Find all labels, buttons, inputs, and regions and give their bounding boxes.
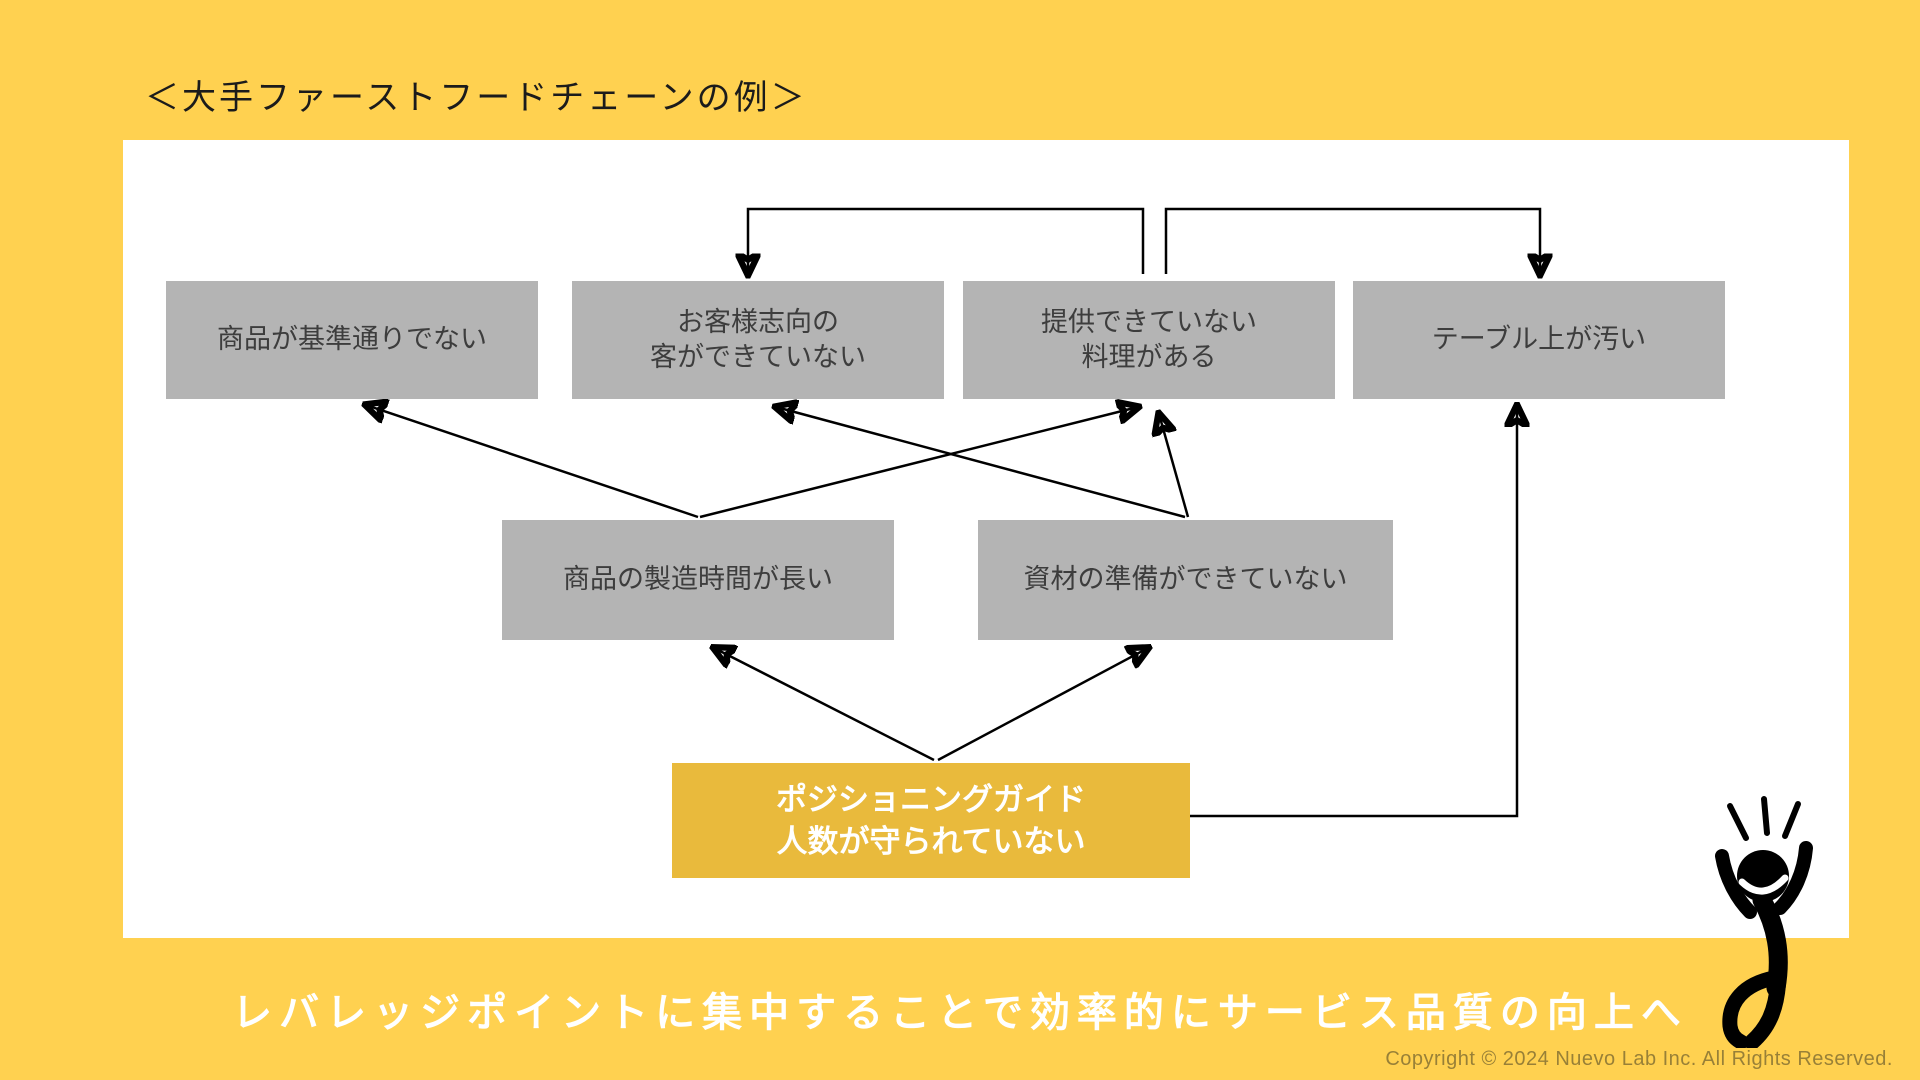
arm-left [1715,849,1757,919]
node-label: 資材の準備ができていない [1023,564,1348,595]
node-positioning-guide-leverage-point: ポジショニングガイド 人数が守られていない [672,763,1190,878]
node-label: 人数が守られていない [776,823,1086,859]
node-label: 商品が基準通りでない [217,324,487,355]
slide-title: ＜大手ファーストフードチェーンの例＞ [145,79,808,117]
node-label: お客様志向の [677,306,839,337]
burst-line-middle [1761,796,1770,836]
burst-line-left [1727,803,1749,841]
node-dishes-not-served: 提供できていない 料理がある [963,281,1335,399]
burst-line-right [1782,801,1801,839]
copyright-text: Copyright © 2024 Nuevo Lab Inc. All Righ… [1385,1048,1893,1070]
node-long-production-time: 商品の製造時間が長い [502,520,894,640]
node-customer-oriented-service: お客様志向の 客ができていない [572,281,944,399]
node-label: ポジショニングガイド [776,781,1086,817]
smile [1738,874,1789,895]
node-label: 提供できていない [1041,306,1257,337]
node-label: テーブル上が汚い [1431,324,1647,355]
footer-message: レバレッジポイントに集中することで効率的にサービス品質の向上へ [232,991,1688,1035]
arm-right [1773,841,1813,915]
node-label: 商品の製造時間が長い [563,564,833,595]
node-label: 客ができていない [650,342,866,372]
node-product-not-standard: 商品が基準通りでない [166,281,538,399]
node-dirty-table: テーブル上が汚い [1353,281,1725,399]
joyful-person-icon [1715,796,1813,1048]
node-materials-not-ready: 資材の準備ができていない [978,520,1393,640]
leg-right [1744,976,1786,1048]
node-label: 料理がある [1081,342,1217,372]
leg-left [1722,970,1782,1048]
